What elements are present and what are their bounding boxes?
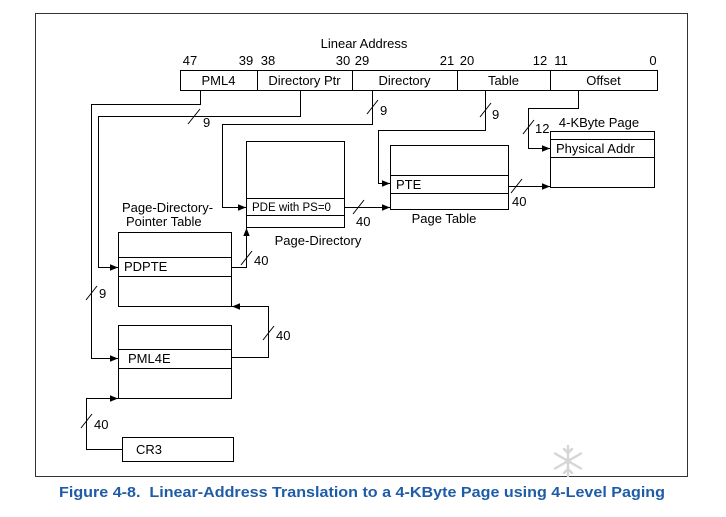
pte-width-slash [510,178,523,194]
pdpte-to-directory-arrow [231,228,250,268]
page-table-label: Page Table [412,211,477,226]
bit-label: 11 [554,53,568,68]
linear-address-bar: PML4 Directory Ptr Directory Table Offse… [180,70,658,91]
pml4-table-box [118,325,232,399]
pml4e-width: 40 [276,328,290,343]
bit-label: 29 [355,53,369,68]
pml4-table: PML4E [118,325,232,399]
pdpt-box [118,232,232,307]
page-box [550,131,655,188]
linear-address-bar-outline [180,70,658,91]
pdpte-entry: PDPTE [124,259,168,274]
pde-width: 40 [356,214,370,229]
pte-width: 40 [512,194,526,209]
bit-label: 39 [239,53,253,68]
pdpte-width-slash [240,250,253,266]
cr3-to-pml4-arrow [86,395,122,450]
physical-addr-entry: Physical Addr [556,141,635,156]
field-pml4: PML4 [202,73,236,88]
offset-width: 12 [535,121,549,136]
four-kbyte-page: 4-KByte Page Physical Addr [550,115,655,188]
bit-label: 30 [336,53,350,68]
table-index-width-slash [479,102,492,118]
cr3-width: 40 [94,417,108,432]
bit-label: 12 [533,53,547,68]
pml4e-width-slash [262,325,275,341]
pdpt-label-line1: Page-Directory- [122,200,213,215]
cr3-box [122,437,234,462]
pml4-index-path [91,90,201,362]
directory-index-width-slash [366,99,379,115]
figure-caption: Figure 4-8. Linear-Address Translation t… [59,484,665,501]
pdpt-index-width: 9 [203,115,210,130]
pml4-index-width-slash [85,285,98,301]
page-directory: PDE with PS=0 Page-Directory [246,141,362,248]
pte-entry: PTE [396,177,422,192]
offset-width-slash [522,119,535,135]
offset-path [528,90,579,152]
bit-label: 38 [261,53,275,68]
pde-entry: PDE with PS=0 [252,202,331,214]
cr3-register: CR3 [122,437,234,462]
field-table: Table [488,73,519,88]
pdpte-width: 40 [254,253,268,268]
bit-label: 47 [183,53,197,68]
directory-index-path [222,90,373,211]
pml4e-entry: PML4E [128,351,171,366]
linear-address-title: Linear Address [321,36,408,51]
field-directory-ptr: Directory Ptr [268,73,341,88]
table-index-path [378,90,486,187]
cr3-label: CR3 [136,442,162,457]
pml4e-to-pdpt-arrow [231,303,269,358]
cr3-width-slash [80,413,93,429]
field-directory: Directory [378,73,431,88]
pdpt-index-path [98,90,301,271]
page-table: PTE Page Table [390,145,509,226]
table-index-width: 9 [492,107,499,122]
page-label: 4-KByte Page [559,115,639,130]
figure-frame [35,13,688,477]
pdpt-index-width-slash [187,108,201,125]
bit-label: 0 [649,53,656,68]
directory-index-width: 9 [380,103,387,118]
snowflake-logo-icon [553,444,583,478]
page-directory-pointer-table: Page-Directory- Pointer Table PDPTE [118,200,232,307]
page-directory-box [246,141,345,228]
bit-labels: 47 39 38 30 29 21 20 12 11 0 [183,53,657,68]
bit-label: 21 [440,53,454,68]
bit-label: 20 [460,53,474,68]
pde-width-slash [352,199,365,215]
field-offset: Offset [586,73,621,88]
pdpt-label-line2: Pointer Table [126,214,202,229]
page-directory-label: Page-Directory [275,233,362,248]
pml4-index-width: 9 [99,286,106,301]
page-table-box [390,145,509,210]
